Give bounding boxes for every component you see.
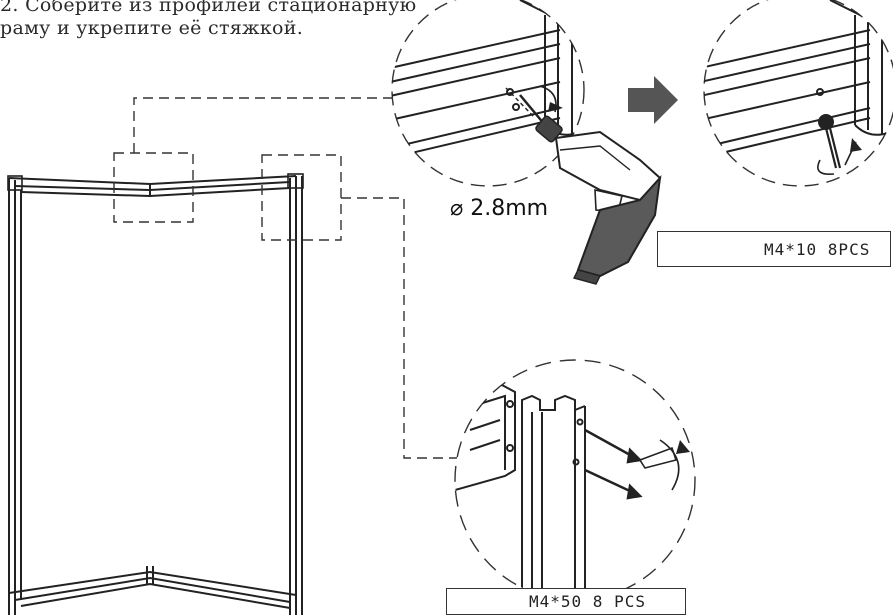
frame-assembly (7, 173, 304, 615)
screw-spec-text: M4*10 8PCS (764, 240, 871, 259)
instruction-line-2: раму и укрепите её стяжкой. (0, 17, 304, 39)
detail-circle-joint (454, 359, 696, 601)
process-arrow-icon (628, 76, 678, 124)
instruction-text: 2. Соберите из профилей стационарную рам… (0, 0, 416, 40)
screw-spec-box-m4x10: M4*10 8PCS (657, 231, 891, 267)
drill-bit-size-label: ⌀ 2.8mm (450, 196, 549, 221)
detail-circle-drilling (391, 0, 585, 187)
screw-spec-text: M4*50 8 PCS (529, 592, 646, 611)
detail-circle-screwing (703, 0, 893, 187)
drill-icon (519, 94, 662, 285)
screw-spec-box-m4x50: M4*50 8 PCS (446, 588, 686, 615)
callout-lines (113, 97, 460, 459)
instruction-line-1: 2. Соберите из профилей стационарную (0, 0, 417, 16)
